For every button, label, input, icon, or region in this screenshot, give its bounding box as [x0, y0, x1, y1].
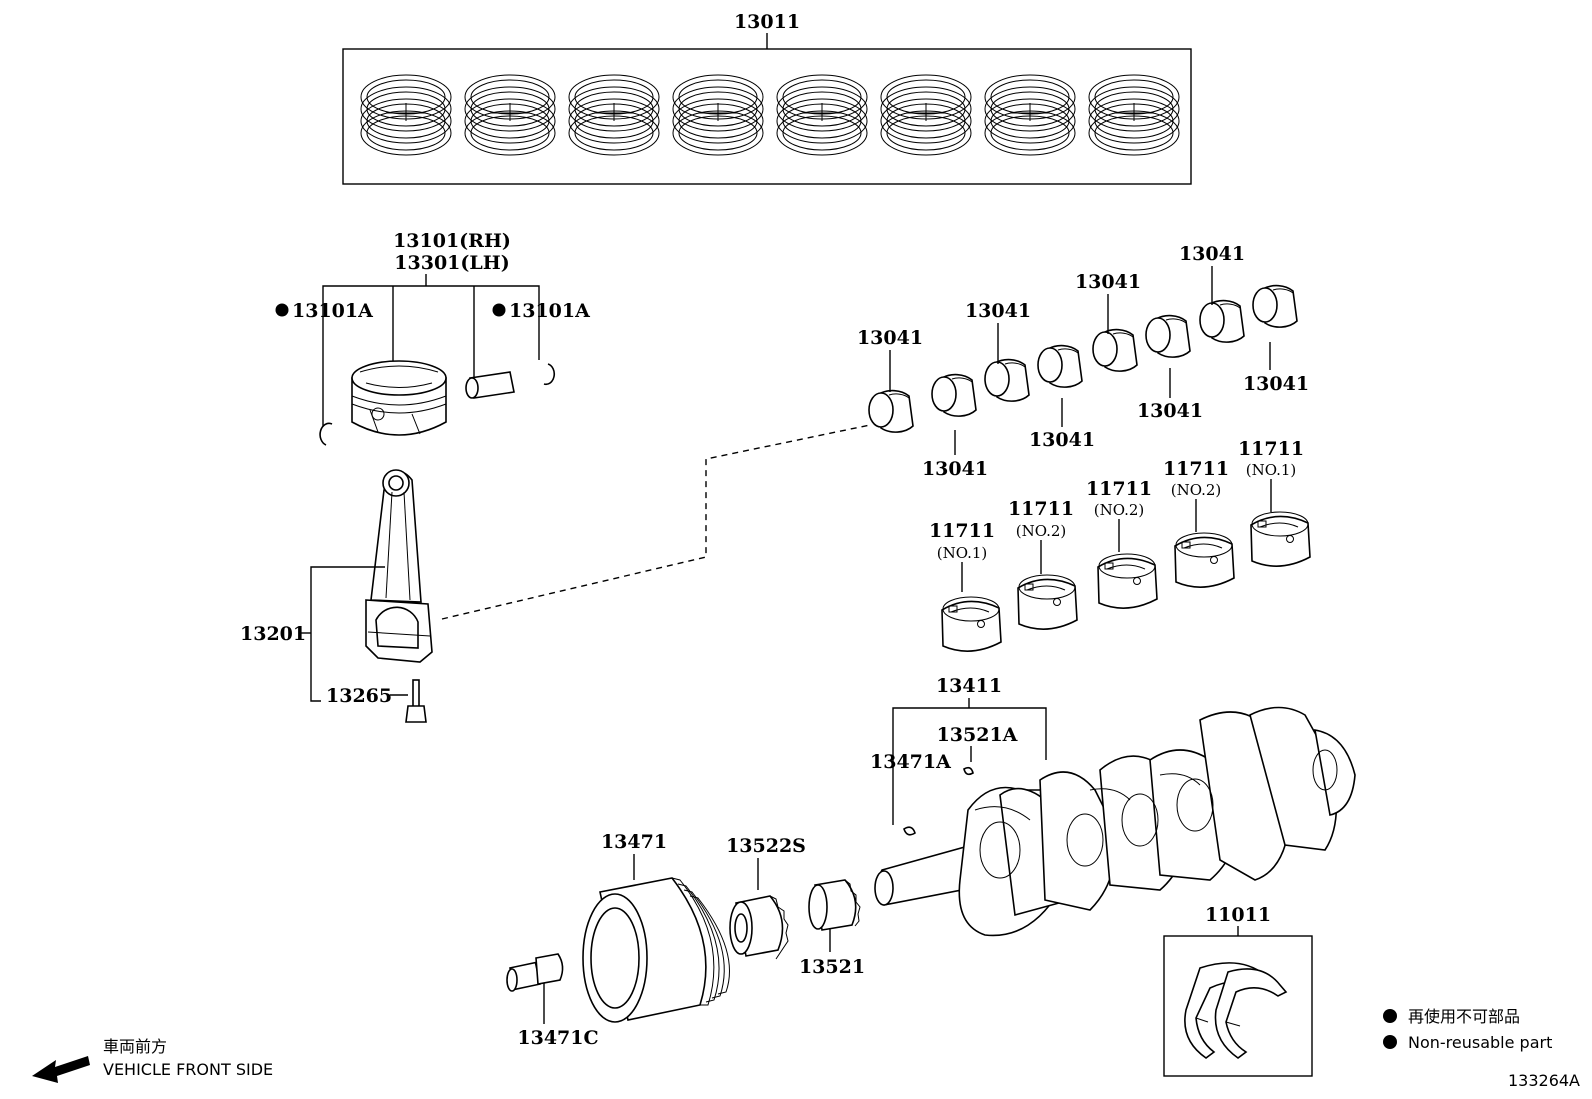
piston-ring-1 — [360, 74, 452, 156]
piston-ring-7 — [984, 74, 1076, 156]
label-conrod[interactable]: 13201 — [240, 623, 306, 645]
label-snap-ring-right[interactable]: 13101A — [509, 300, 590, 322]
thrust-washer-icon[interactable] — [1184, 962, 1288, 1059]
label-main-bearing-1[interactable]: 11711 — [929, 520, 995, 542]
conrod-bearing-shells[interactable] — [868, 266, 1298, 455]
piston-group: 13101(RH) 13301(LH) 13101A 13101A — [275, 230, 590, 446]
label-sprocket[interactable]: 13521 — [799, 956, 865, 978]
piston-pin-icon[interactable] — [465, 371, 515, 399]
front-side-indicator: 車両前方 VEHICLE FRONT SIDE — [32, 1037, 273, 1083]
label-conrod-bearing-6[interactable]: 13041 — [1137, 400, 1203, 422]
ring-set-group: 13011 — [342, 11, 1192, 185]
main-bearing-shells[interactable] — [941, 479, 1311, 652]
label-pulley-key[interactable]: 13471A — [870, 751, 951, 773]
label-conrod-bolt[interactable]: 13265 — [326, 685, 392, 707]
label-pulley[interactable]: 13471 — [601, 831, 667, 853]
conrod-bearing-shell-3 — [984, 358, 1030, 402]
legend-en: Non-reusable part — [1408, 1033, 1552, 1052]
label-conrod-bearing-8[interactable]: 13041 — [1243, 373, 1309, 395]
piston-ring-5 — [776, 74, 868, 156]
conrod-bearing-shell-1 — [868, 389, 914, 433]
conrod-bearing-shell-4 — [1037, 344, 1083, 388]
conrod-bearing-shell-7 — [1199, 299, 1245, 343]
label-main-bearing-4-no: (NO.2) — [1171, 481, 1222, 499]
piston-ring-6 — [880, 74, 972, 156]
thrust-washer-group: 11011 — [1163, 904, 1313, 1077]
legend-jp: 再使用不可部品 — [1408, 1007, 1520, 1026]
main-bearing-shell-5 — [1250, 511, 1311, 567]
conrod-bearing-shell-2 — [931, 373, 977, 417]
crank-sprocket-icon[interactable] — [808, 879, 861, 931]
label-main-bearing-2[interactable]: 11711 — [1008, 498, 1074, 520]
label-sprocket-s[interactable]: 13522S — [726, 835, 806, 857]
piston-ring-8 — [1088, 74, 1180, 156]
conrod-bearing-shell-5 — [1092, 328, 1138, 372]
conrod-bolt-icon[interactable] — [405, 679, 427, 723]
label-pulley-bolt[interactable]: 13471C — [517, 1027, 598, 1049]
conrod-bearing-group: 13041 13041 13041 13041 13041 13041 1304… — [857, 243, 1309, 480]
label-snap-ring-left[interactable]: 13101A — [292, 300, 373, 322]
main-bearing-shell-4 — [1174, 532, 1235, 588]
pulley-bolt-icon[interactable] — [506, 953, 564, 992]
label-piston-lh[interactable]: 13301(LH) — [394, 252, 509, 274]
connecting-rod-icon[interactable] — [365, 469, 433, 663]
non-reusable-dot-right — [492, 303, 506, 317]
label-ring-set[interactable]: 13011 — [734, 11, 800, 33]
crankshaft-icon[interactable] — [874, 706, 1356, 937]
label-main-bearing-3[interactable]: 11711 — [1086, 478, 1152, 500]
crank-sprocket-s-icon[interactable] — [729, 895, 789, 960]
piston-icon[interactable] — [351, 360, 447, 436]
label-main-bearing-3-no: (NO.2) — [1094, 501, 1145, 519]
snap-ring-left-icon[interactable] — [319, 422, 333, 446]
label-thrust-washer[interactable]: 11011 — [1205, 904, 1271, 926]
piston-ring-2 — [464, 74, 556, 156]
label-main-bearing-1-no: (NO.1) — [937, 544, 988, 562]
label-crankshaft[interactable]: 13411 — [936, 675, 1002, 697]
orientation-en: VEHICLE FRONT SIDE — [103, 1060, 273, 1079]
conrod-bearing-shell-6 — [1145, 314, 1191, 358]
label-main-bearing-5-no: (NO.1) — [1246, 461, 1297, 479]
crankshaft-group: 13411 13521A 13471A — [870, 675, 1356, 937]
label-conrod-bearing-3[interactable]: 13041 — [965, 300, 1031, 322]
pulley-key-icon[interactable] — [903, 826, 916, 836]
snap-ring-right-icon[interactable] — [543, 363, 555, 386]
piston-ring-3 — [568, 74, 660, 156]
conrod-bearing-shell-8 — [1252, 284, 1298, 328]
main-bearing-shell-1 — [941, 596, 1002, 652]
crank-key-icon[interactable] — [963, 766, 974, 776]
label-main-bearing-2-no: (NO.2) — [1016, 522, 1067, 540]
pulley-group: 13471 13471C 13522S 13521 — [506, 831, 865, 1049]
label-conrod-bearing-2[interactable]: 13041 — [922, 458, 988, 480]
label-piston-rh[interactable]: 13101(RH) — [393, 230, 511, 252]
diagram-id: 133264A — [1508, 1071, 1580, 1090]
piston-ring-4 — [672, 74, 764, 156]
non-reusable-dot-left — [275, 303, 289, 317]
main-bearing-shell-3 — [1097, 553, 1158, 609]
orientation-jp: 車両前方 — [103, 1037, 167, 1056]
piston-rings[interactable] — [360, 74, 1180, 156]
label-conrod-bearing-5[interactable]: 13041 — [1075, 271, 1141, 293]
main-bearing-shell-2 — [1017, 574, 1078, 630]
legend-dot-jp — [1383, 1009, 1397, 1023]
crank-pulley-icon[interactable] — [582, 877, 730, 1023]
label-main-bearing-5[interactable]: 11711 — [1238, 438, 1304, 460]
label-crank-key[interactable]: 13521A — [937, 724, 1018, 746]
front-arrow-icon — [32, 1056, 90, 1083]
label-conrod-bearing-4[interactable]: 13041 — [1029, 429, 1095, 451]
label-main-bearing-4[interactable]: 11711 — [1163, 458, 1229, 480]
legend: 再使用不可部品 Non-reusable part — [1383, 1007, 1552, 1052]
label-conrod-bearing-1[interactable]: 13041 — [857, 327, 923, 349]
label-conrod-bearing-7[interactable]: 13041 — [1179, 243, 1245, 265]
main-bearing-group: 11711 (NO.1) 11711 (NO.2) 11711 (NO.2) 1… — [929, 438, 1311, 652]
conrod-group: 13201 13265 — [240, 424, 871, 723]
legend-dot-en — [1383, 1035, 1397, 1049]
